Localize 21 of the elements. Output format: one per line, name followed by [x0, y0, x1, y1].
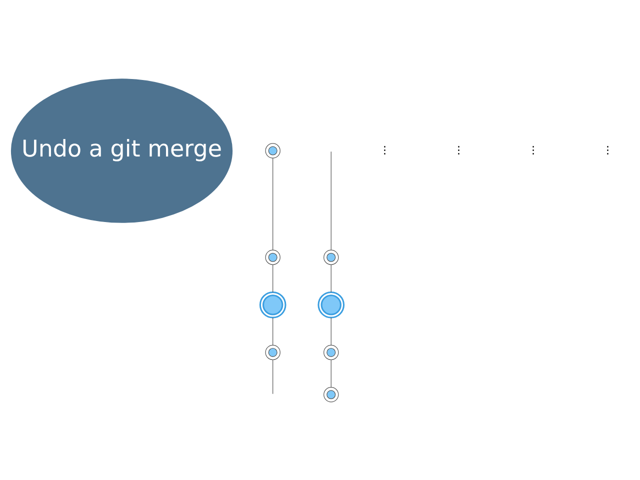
- connector: [330, 359, 332, 388]
- node-circle: [259, 291, 286, 318]
- connector: [272, 264, 274, 292]
- node-ellipse: Undo a git merge: [10, 78, 233, 222]
- connector: [330, 316, 332, 345]
- node-circle: [324, 249, 339, 264]
- connector: [330, 150, 332, 250]
- node-circle: [265, 344, 280, 360]
- connector: [330, 264, 332, 292]
- label: ⋮: [528, 144, 540, 156]
- connector: [272, 316, 274, 345]
- label: ⋮: [602, 144, 614, 156]
- node-circle: [324, 386, 339, 402]
- connector: [272, 359, 274, 394]
- node-circle: [265, 249, 280, 264]
- node-circle: [265, 142, 280, 158]
- connector: [272, 157, 274, 250]
- label: ⋮: [379, 144, 390, 156]
- node-circle: [324, 344, 339, 360]
- node-circle: [318, 291, 345, 318]
- label: ⋮: [454, 144, 465, 156]
